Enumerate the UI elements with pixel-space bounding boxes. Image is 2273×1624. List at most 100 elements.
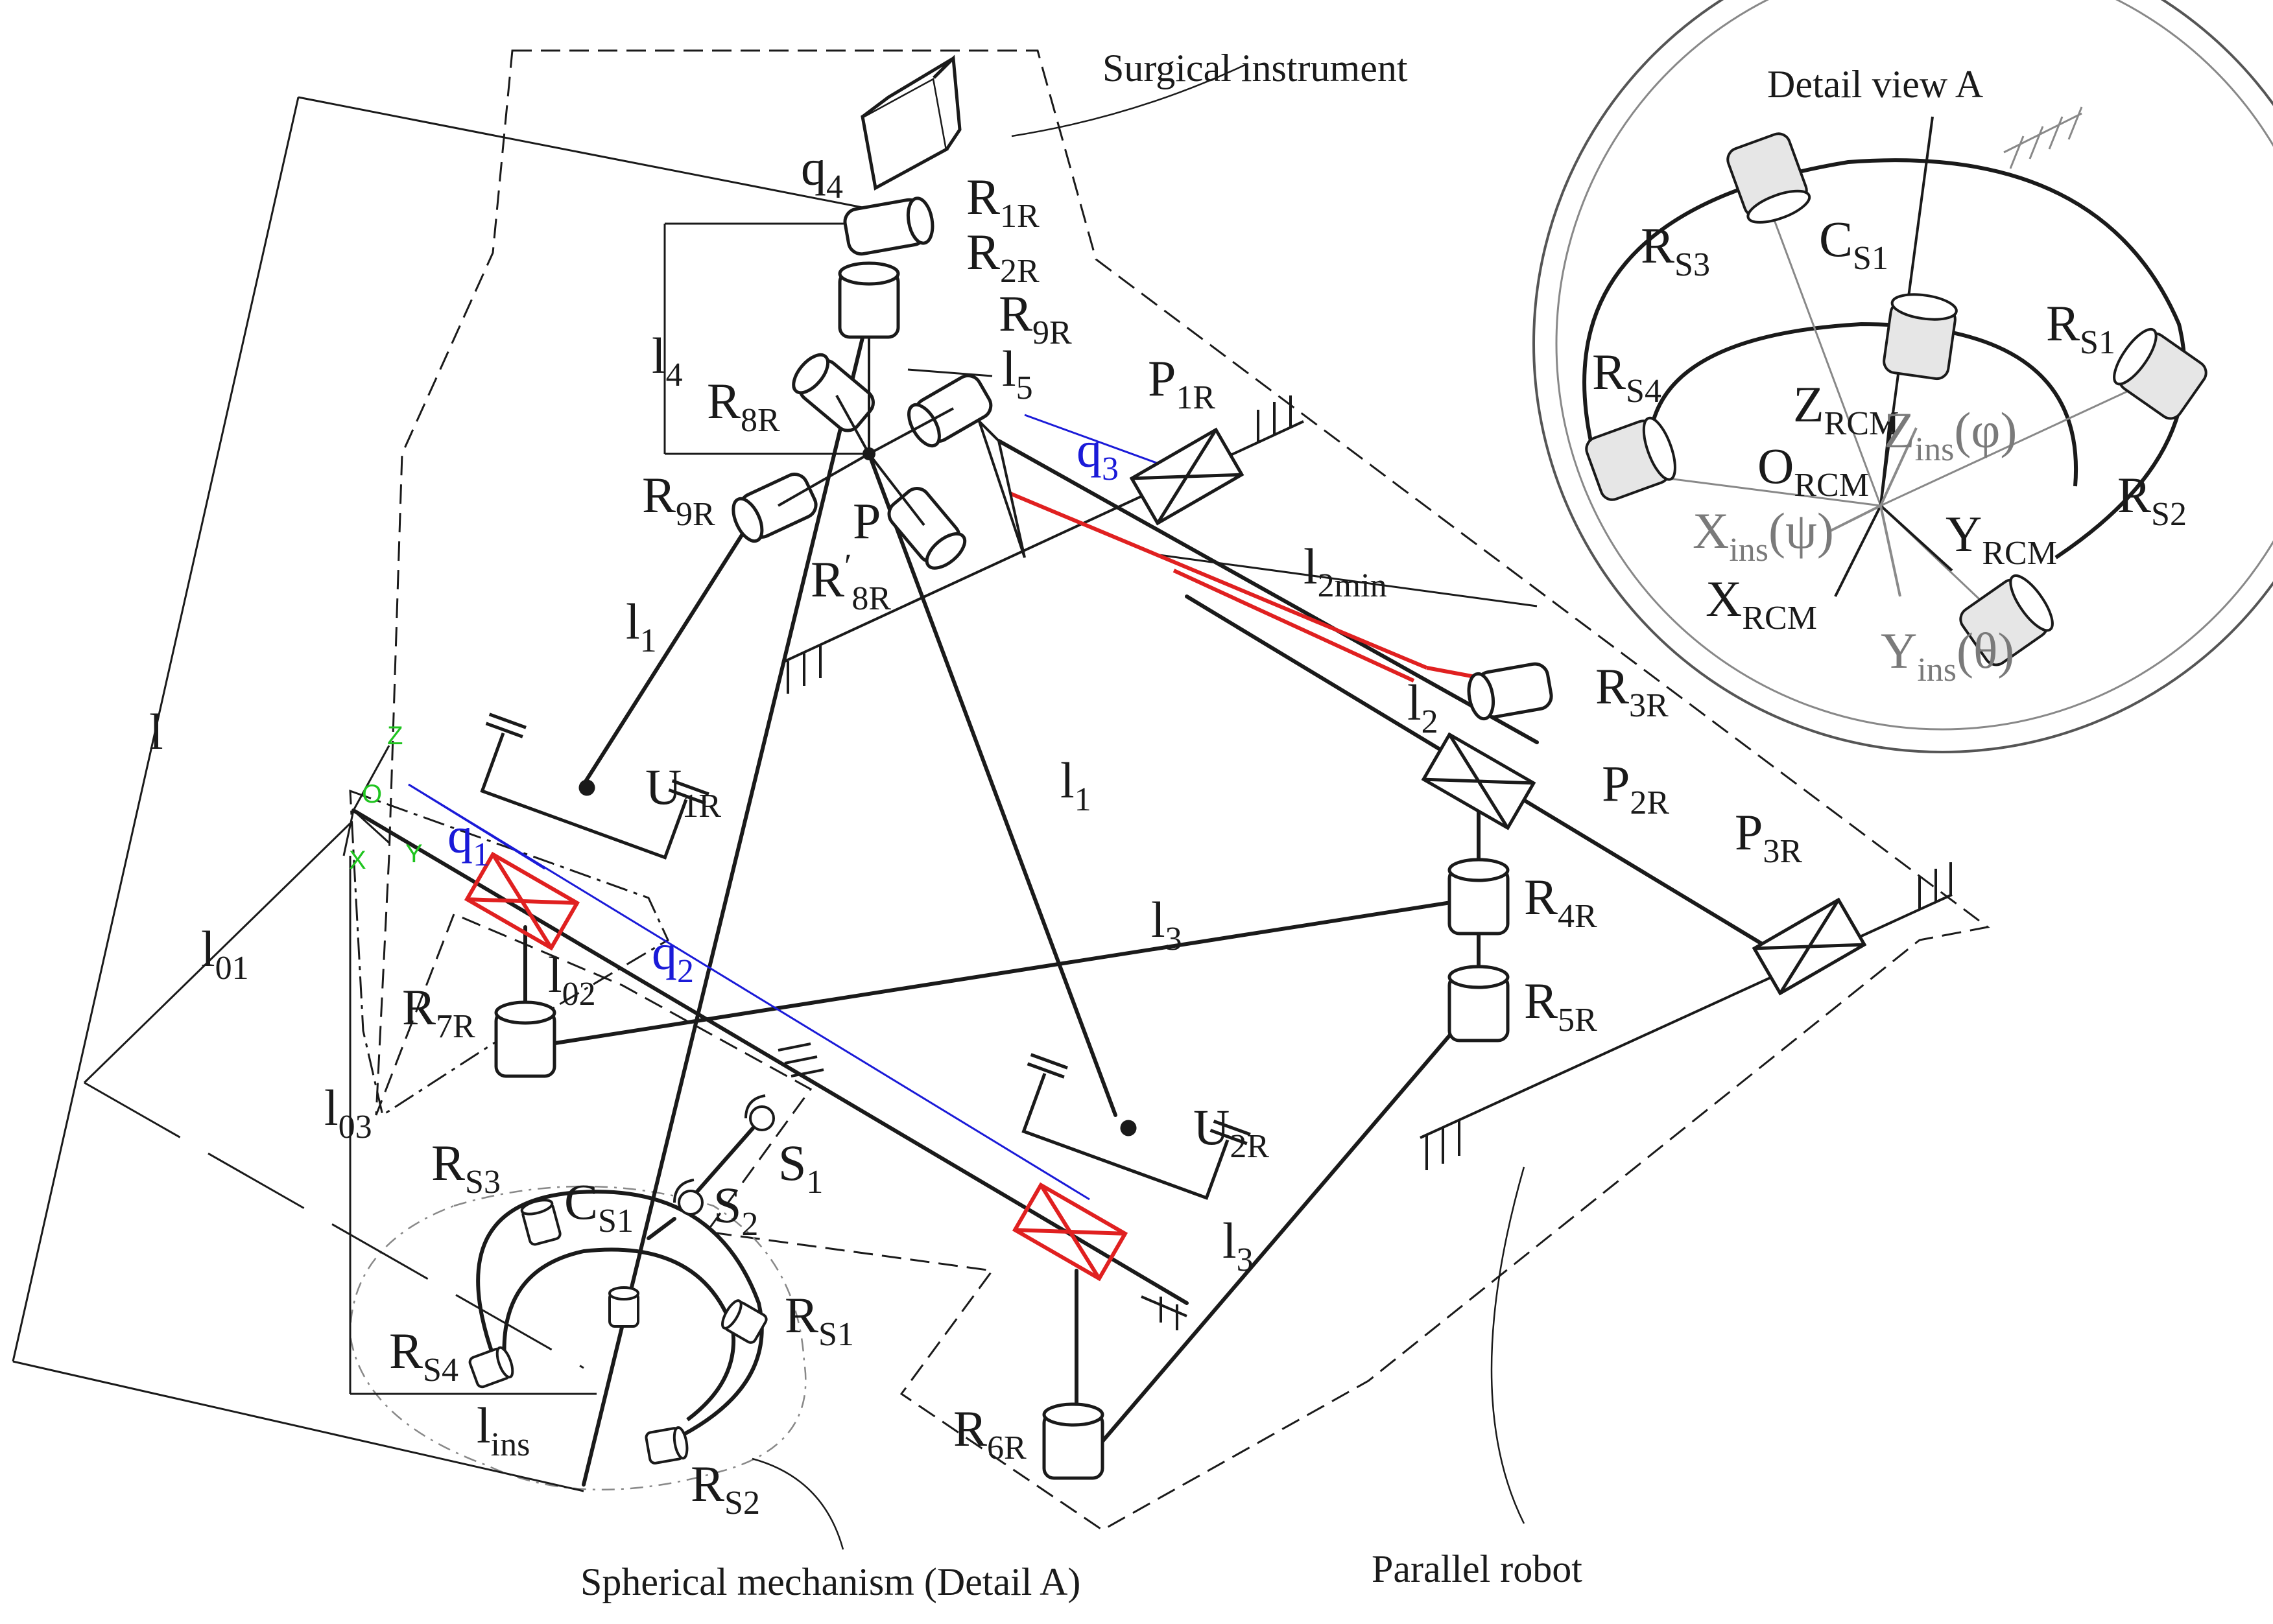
dim-l01-line: [83, 822, 351, 1084]
red-actuated-parts: [464, 491, 1479, 1282]
rail-p1r: [997, 439, 1539, 744]
joint-r8r: [792, 353, 875, 432]
joint-s1-icon: [749, 1105, 775, 1131]
detail-inner-arc: [1647, 322, 2078, 487]
label-r7r: R7R: [402, 979, 475, 1045]
label-r5r: R5R: [1524, 972, 1597, 1039]
label-q3: q3: [1077, 421, 1119, 488]
detail-label-rs3: RS3: [1641, 217, 1710, 283]
prismatic-joints: [1129, 427, 1867, 996]
label-r9r-left: R9R: [642, 467, 715, 533]
dim-l-line: [12, 97, 300, 1362]
joint-u1r: [480, 712, 709, 860]
label-q2: q2: [652, 924, 694, 990]
instrument-region-outline: [375, 49, 1990, 1531]
label-r1r: R1R: [966, 169, 1040, 235]
ground-s1-mount: [778, 1042, 824, 1077]
detail-gray-axes: [1828, 427, 1918, 597]
label-s2: S2: [713, 1177, 758, 1243]
label-s1: S1: [778, 1135, 823, 1201]
link-l3-top: [549, 899, 1461, 1046]
parallel-robot-region-outline: [349, 789, 669, 1117]
link-s1-s2: [685, 1120, 761, 1205]
detail-label-rs4: RS4: [1592, 344, 1661, 410]
leader-parallel-robot: [1490, 1166, 1525, 1524]
detail-joint-rs2: [1959, 574, 2054, 666]
joint-r7r: [494, 1000, 556, 1078]
red-prismatic-rod-upper: [1007, 491, 1428, 670]
p-spoke-4: [868, 453, 925, 526]
label-rs2: RS2: [691, 1455, 760, 1522]
ground-hatches: [778, 395, 1953, 1330]
label-l4: l4: [652, 327, 683, 394]
label-l02: l02: [548, 947, 596, 1013]
ground-p3r-rail: [1420, 862, 1953, 1170]
rail-lower: [351, 808, 1189, 1305]
dim-l01-ext: [84, 1081, 584, 1369]
dim-l-ext-bottom: [12, 1360, 584, 1492]
spherical-mechanism-region-outline: [349, 1185, 807, 1490]
detail-label-xrcm: XRCM: [1706, 571, 1817, 637]
detail-joint-cs1: [1883, 293, 1958, 381]
joint-r3r: [1467, 662, 1553, 721]
instrument-head-icon: [861, 54, 962, 191]
detail-label-rs2: RS2: [2117, 467, 2187, 533]
frame-z-label: Z: [387, 722, 403, 750]
label-r9r-top: R9R: [999, 285, 1072, 351]
label-l2: l2: [1407, 674, 1438, 740]
link-l1-right: [867, 452, 1117, 1117]
blue-joint-dims: [408, 414, 1168, 1201]
detail-circle-inner: [1555, 0, 2273, 731]
ground-lower-rail: [1141, 1295, 1187, 1330]
universal-joints: [480, 712, 1251, 1200]
joint-s2-icon: [678, 1190, 704, 1216]
q3-dim-line: [1024, 414, 1168, 468]
instrument-triangle: [978, 420, 1026, 558]
label-r6r: R6R: [953, 1400, 1027, 1466]
label-l2min: l2min: [1303, 538, 1387, 604]
joint-r1r: [843, 196, 934, 256]
sph-joint-rs2: [645, 1426, 689, 1465]
detail-label-zrcm: ZRCM: [1793, 376, 1899, 442]
caption-detail-view: Detail view A: [1767, 63, 1983, 106]
dim-l-ext-top: [298, 96, 863, 209]
red-p-block-q1: [464, 851, 580, 951]
link-l3-bottom: [1075, 1022, 1461, 1474]
detail-ground-hatch: [2003, 106, 2083, 169]
detail-circle-outer: [1532, 0, 2273, 753]
label-u1r: U1R: [645, 759, 721, 825]
spherical-joints: [468, 1199, 768, 1465]
frame-o-label: O: [362, 780, 382, 808]
frame-y-label: Y: [405, 840, 423, 868]
dim-l5-line: [907, 368, 993, 377]
sph-inner-arc: [502, 1247, 736, 1422]
detail-joint-rs3: [1726, 132, 1811, 224]
detail-label-cs1: CS1: [1819, 211, 1888, 277]
detail-joint-rs1: [2113, 327, 2208, 420]
detail-label-xins: Xins(ψ): [1693, 502, 1834, 569]
joint-r9r-left: [732, 473, 818, 543]
sph-joint-cs1: [608, 1286, 639, 1328]
joint-r2r: [838, 261, 900, 339]
spherical-joints-s: [673, 1094, 775, 1216]
label-l01: l01: [201, 921, 249, 987]
red-prismatic-rod-lower: [1172, 569, 1415, 683]
label-rs4: RS4: [389, 1323, 458, 1389]
label-p2r: P2R: [1602, 755, 1669, 821]
detail-outer-arc: [1582, 158, 2187, 559]
label-l3-bottom: l3: [1222, 1212, 1254, 1278]
red-prismatic-rod-end: [1426, 666, 1479, 679]
detail-joint-rs4: [1585, 416, 1676, 501]
label-cs1: CS1: [564, 1173, 634, 1240]
label-l5: l5: [1002, 340, 1033, 406]
sph-joint-rs4: [468, 1346, 514, 1389]
leader-surgical-instrument: [1011, 64, 1246, 137]
joint-r4r: [1447, 858, 1510, 936]
label-lins: lins: [477, 1397, 530, 1463]
label-r8r: R8R: [707, 373, 780, 439]
frame-x-label: X: [349, 846, 366, 875]
label-rs1: RS1: [785, 1287, 854, 1353]
detail-label-yrcm: YRCM: [1946, 506, 2057, 572]
